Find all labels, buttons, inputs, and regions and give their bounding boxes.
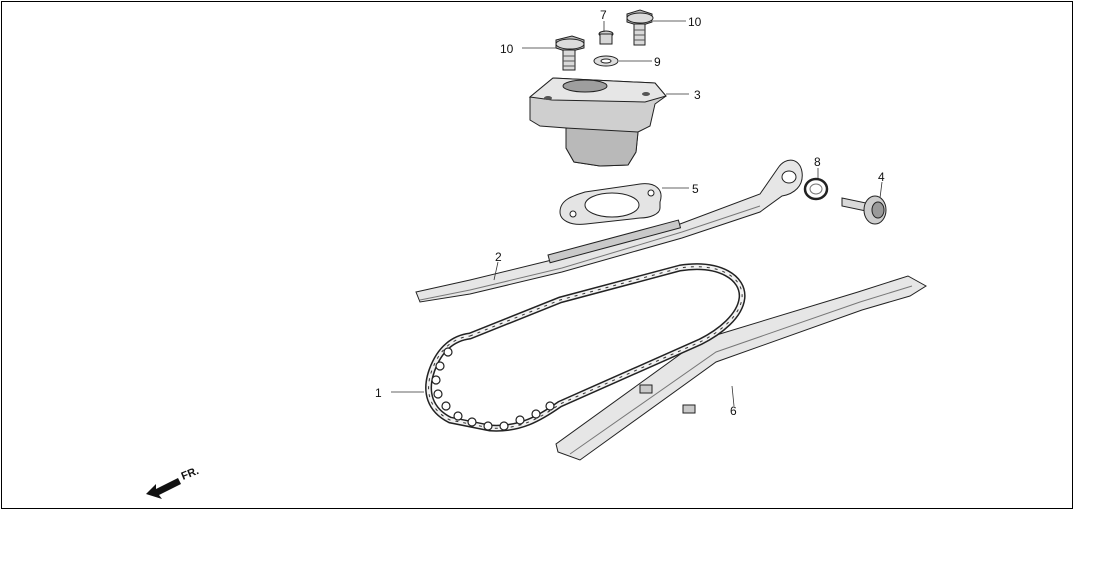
diagram-frame — [1, 1, 1073, 509]
callout-10-right: 10 — [688, 15, 702, 29]
cam-chain-tensioner-arm — [415, 159, 803, 303]
chain-link — [531, 409, 541, 419]
leader-lines — [391, 20, 883, 407]
callout-3: 3 — [694, 88, 701, 102]
callout-2: 2 — [495, 250, 502, 264]
chain-link — [443, 347, 453, 357]
pivot-bolt — [841, 195, 887, 225]
chain-link — [433, 389, 443, 399]
chain-link — [545, 401, 555, 411]
callout-9: 9 — [654, 55, 661, 69]
chain-link — [441, 401, 451, 411]
flange-bolt-left — [555, 35, 585, 71]
chain-link — [431, 375, 441, 385]
callout-1: 1 — [375, 386, 382, 400]
front-label: FR. — [180, 465, 201, 483]
chain-link — [467, 417, 477, 427]
callout-6: 6 — [730, 404, 737, 418]
callout-10-left: 10 — [500, 42, 514, 56]
callout-4: 4 — [878, 170, 885, 184]
sealing-bolt — [598, 30, 614, 45]
chain-link — [453, 411, 463, 421]
tensioner-lifter — [528, 77, 667, 167]
circlip — [803, 177, 829, 201]
callout-7: 7 — [600, 8, 607, 22]
chain-link-group — [431, 347, 555, 431]
cam-chain-guide — [555, 275, 927, 461]
chain-link — [483, 421, 493, 431]
cam-chain — [425, 263, 746, 432]
chain-link — [435, 361, 445, 371]
washer — [593, 55, 619, 67]
front-direction-indicator: FR. — [146, 465, 201, 499]
flange-bolt-right — [626, 9, 654, 46]
chain-link — [515, 415, 525, 425]
callout-8: 8 — [814, 155, 821, 169]
arrow-left-icon — [146, 478, 181, 499]
lifter-gasket — [559, 183, 662, 225]
callout-5: 5 — [692, 182, 699, 196]
chain-link — [499, 421, 509, 431]
